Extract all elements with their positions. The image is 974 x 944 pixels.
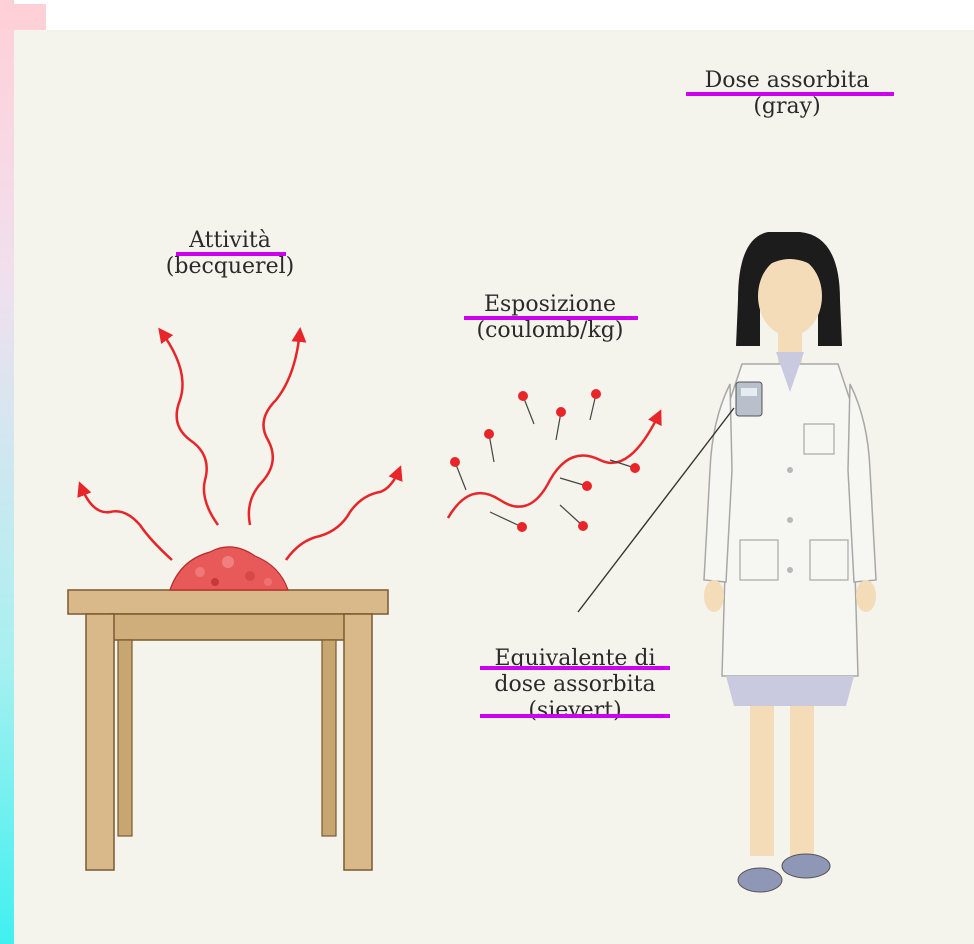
dose-equivalent-label: Equivalente di dose assorbita (sievert) — [460, 646, 690, 724]
ion-particles — [450, 389, 640, 532]
exposure-name: Esposizione — [440, 292, 660, 318]
activity-unit: (becquerel) — [130, 254, 330, 280]
dose-equivalent-line2: dose assorbita — [460, 672, 690, 698]
radioactive-pile — [170, 547, 288, 590]
absorbed-dose-unit: (gray) — [672, 94, 902, 120]
table — [68, 590, 388, 870]
exposure-highlight — [464, 316, 638, 320]
activity-name: Attività — [130, 228, 330, 254]
scientist-figure — [704, 232, 876, 892]
absorbed-dose-name: Dose assorbita — [672, 68, 902, 94]
dose-equivalent-highlight-1 — [480, 666, 670, 670]
activity-highlight — [176, 252, 286, 256]
exposure-unit: (coulomb/kg) — [440, 318, 660, 344]
dose-equivalent-highlight-2 — [480, 714, 670, 718]
exposure-ray — [448, 412, 660, 518]
radiation-rays — [80, 330, 400, 560]
absorbed-dose-highlight — [686, 92, 894, 96]
dose-equivalent-unit: (sievert) — [460, 698, 690, 724]
